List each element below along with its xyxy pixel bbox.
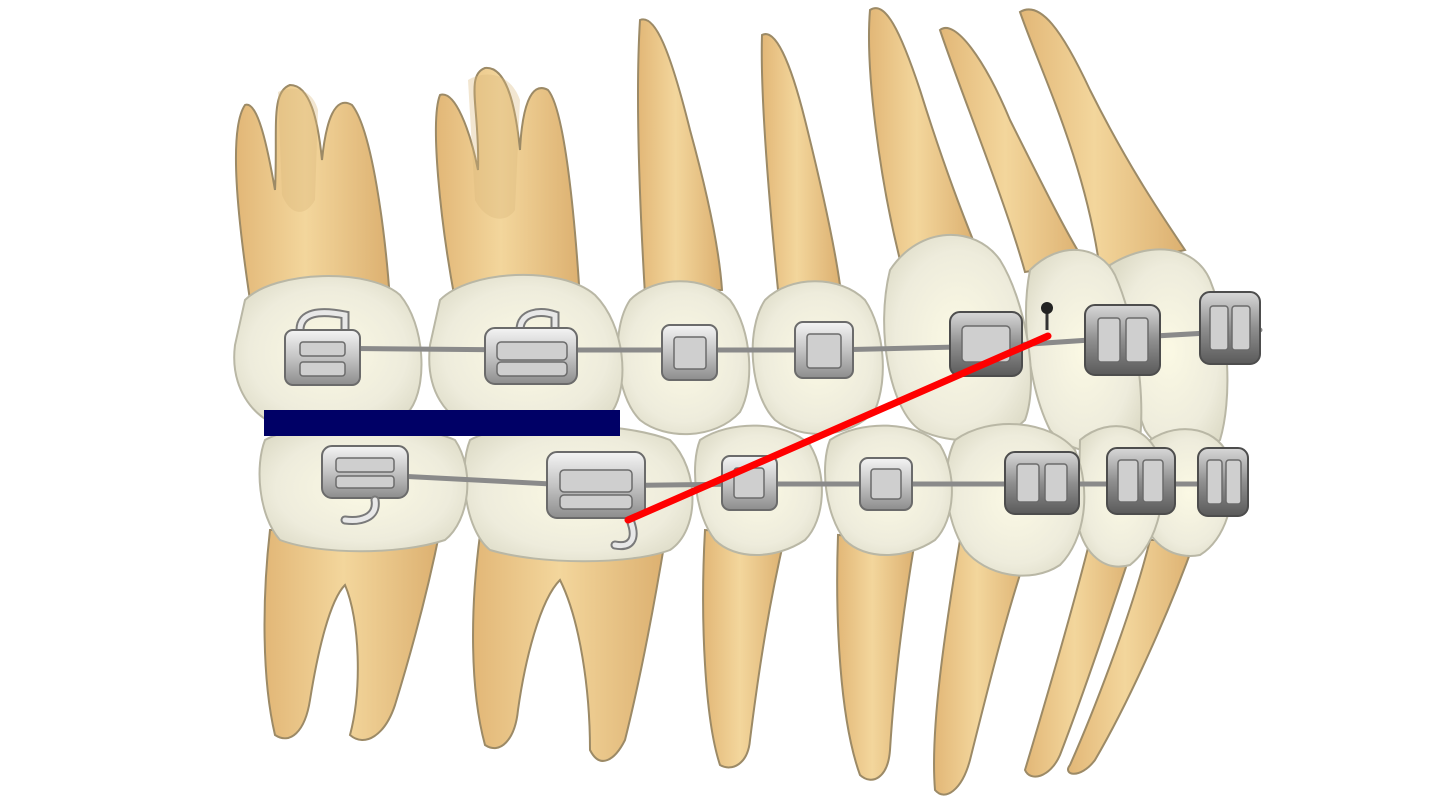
- lower-canine-root: [933, 538, 1032, 796]
- lower-premolar-2-root: [702, 528, 787, 769]
- lower-brackets: [321, 445, 1249, 551]
- upper-molar-1-root: [434, 66, 582, 301]
- upper-molar-1-tube: [484, 308, 578, 385]
- upper-canine-bracket: [949, 302, 1053, 377]
- upper-lateral-incisor-root: [938, 27, 1087, 274]
- lower-premolar-1-bracket: [859, 457, 913, 511]
- upper-canine-root: [868, 7, 977, 262]
- upper-central-incisor-bracket: [1199, 291, 1261, 365]
- lower-molar-2-root: [263, 529, 442, 741]
- lower-roots: [263, 528, 1197, 796]
- lower-canine-bracket: [1004, 451, 1080, 515]
- lower-molar-1-root: [472, 533, 667, 762]
- lower-central-incisor-root: [1067, 539, 1197, 775]
- lower-lateral-incisor-root: [1023, 539, 1137, 778]
- upper-lateral-incisor-bracket: [1084, 304, 1161, 376]
- class-reference-line: [624, 332, 1052, 524]
- upper-premolar-2-root: [636, 18, 724, 297]
- lower-molar-2-tube: [321, 445, 409, 525]
- upper-premolar-1-root: [760, 33, 842, 292]
- lower-central-incisor-bracket: [1197, 447, 1249, 517]
- occlusal-plane-bar: [264, 410, 620, 436]
- lower-lateral-incisor-bracket: [1106, 447, 1176, 515]
- upper-molar-2-root: [234, 83, 392, 301]
- upper-brackets: [284, 291, 1261, 386]
- upper-premolar-1-bracket: [794, 321, 854, 379]
- upper-central-incisor-root: [1018, 8, 1187, 272]
- upper-roots: [234, 7, 1187, 301]
- lower-molar-1-tube: [546, 451, 646, 551]
- upper-molar-2-tube: [284, 308, 361, 386]
- upper-premolar-2-bracket: [661, 324, 718, 381]
- lower-premolar-1-root: [836, 533, 917, 781]
